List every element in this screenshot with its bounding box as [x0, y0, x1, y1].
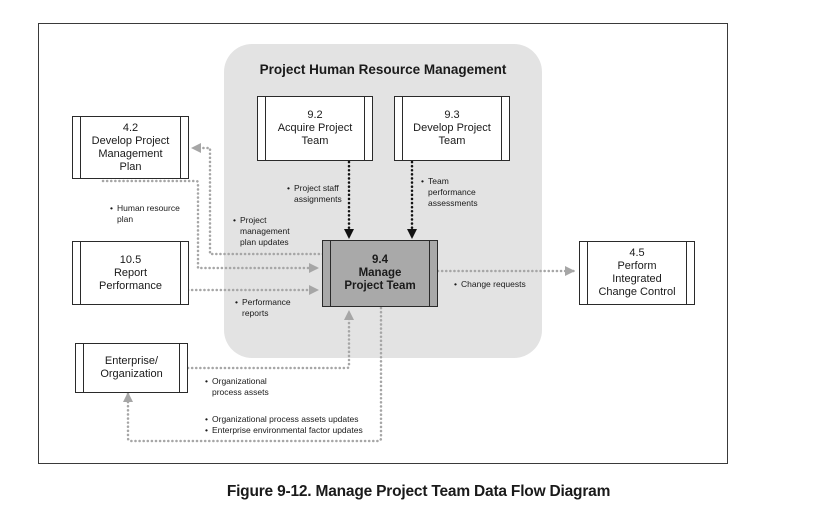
process-name-line: Management: [98, 147, 163, 160]
flow-pmp-updates: [190, 143, 325, 256]
figure-caption: Figure 9-12. Manage Project Team Data Fl…: [226, 483, 611, 500]
flow-label-hr-plan: •Human resource plan: [110, 203, 180, 224]
process-9-3-develop-team: 9.3 Develop Project Team: [394, 96, 510, 161]
flow-label-change-requests: •Change requests: [454, 279, 526, 289]
flow-updates: [123, 306, 383, 443]
flow-label-line: Organizational process assets updates: [212, 414, 359, 424]
flow-label-line: reports: [242, 308, 269, 318]
flow-org-process-assets: [186, 309, 354, 370]
entity-name-line: Organization: [100, 368, 163, 380]
process-name-line: Report: [113, 266, 148, 279]
flow-label-org-process-assets: •Organizational process assets: [205, 376, 269, 397]
flow-label-line: management: [240, 226, 290, 236]
flow-label-line: plan updates: [240, 237, 289, 247]
process-name-line: Acquire Project: [277, 122, 353, 134]
process-name-line: Plan: [119, 160, 142, 173]
diagram-frame: [38, 23, 728, 464]
process-number: 4.2: [122, 121, 139, 134]
entity-name-line: Enterprise/: [104, 355, 159, 367]
process-number: 9.2: [307, 109, 323, 121]
flow-hr-plan: [101, 179, 320, 273]
flow-label-line: Project staff: [294, 183, 339, 193]
process-name-line: Team: [438, 135, 466, 147]
process-name-line: Integrated: [612, 273, 662, 285]
process-4-2-develop-pm-plan: 4.2 Develop Project Management Plan: [72, 116, 189, 179]
flow-label-line: assignments: [294, 194, 342, 204]
flow-label-staff-assignments: •Project staff assignments: [287, 183, 342, 204]
flow-label-pmp-updates: •Project management plan updates: [233, 215, 290, 247]
process-number: 9.3: [444, 109, 460, 121]
flow-label-line: Enterprise environmental factor updates: [212, 425, 363, 435]
process-name-line: Change Control: [598, 286, 676, 298]
process-name-line: Project Team: [344, 280, 416, 292]
process-number: 9.4: [372, 254, 388, 266]
process-name-line: Manage: [358, 267, 402, 279]
process-9-2-acquire-team: 9.2 Acquire Project Team: [257, 96, 373, 161]
flow-label-performance-reports: •Performance reports: [235, 297, 291, 318]
process-number: 4.5: [629, 247, 645, 259]
process-name-line: Develop Project: [413, 122, 491, 134]
process-9-4-manage-team: 9.4 Manage Project Team: [322, 240, 438, 307]
flow-label-line: performance: [428, 187, 476, 197]
enterprise-organization: Enterprise/ Organization: [75, 343, 188, 393]
process-name-line: Team: [301, 135, 329, 147]
flow-label-line: Project: [240, 215, 267, 225]
flow-label-line: Human resource: [117, 203, 180, 213]
flow-label-line: Performance: [242, 297, 291, 307]
process-4-5-integrated-change-control: 4.5 Perform Integrated Change Control: [579, 241, 695, 305]
process-name-line: Perform: [617, 260, 657, 272]
process-name-line: Performance: [99, 279, 162, 292]
flow-label-team-performance: •Team performance assessments: [421, 176, 478, 208]
flow-label-updates: •Organizational process assets updates •…: [205, 414, 363, 435]
flow-label-line: Change requests: [461, 279, 526, 289]
flow-label-line: process assets: [212, 387, 269, 397]
process-10-5-report-performance: 10.5 Report Performance: [72, 241, 189, 305]
flow-label-line: Team: [428, 176, 449, 186]
group-title: Project Human Resource Management: [259, 62, 507, 77]
process-number: 10.5: [119, 253, 142, 266]
process-name-line: Develop Project: [91, 134, 170, 147]
flow-label-line: Organizational: [212, 376, 267, 386]
flow-label-line: assessments: [428, 198, 478, 208]
flow-label-line: plan: [117, 214, 134, 224]
